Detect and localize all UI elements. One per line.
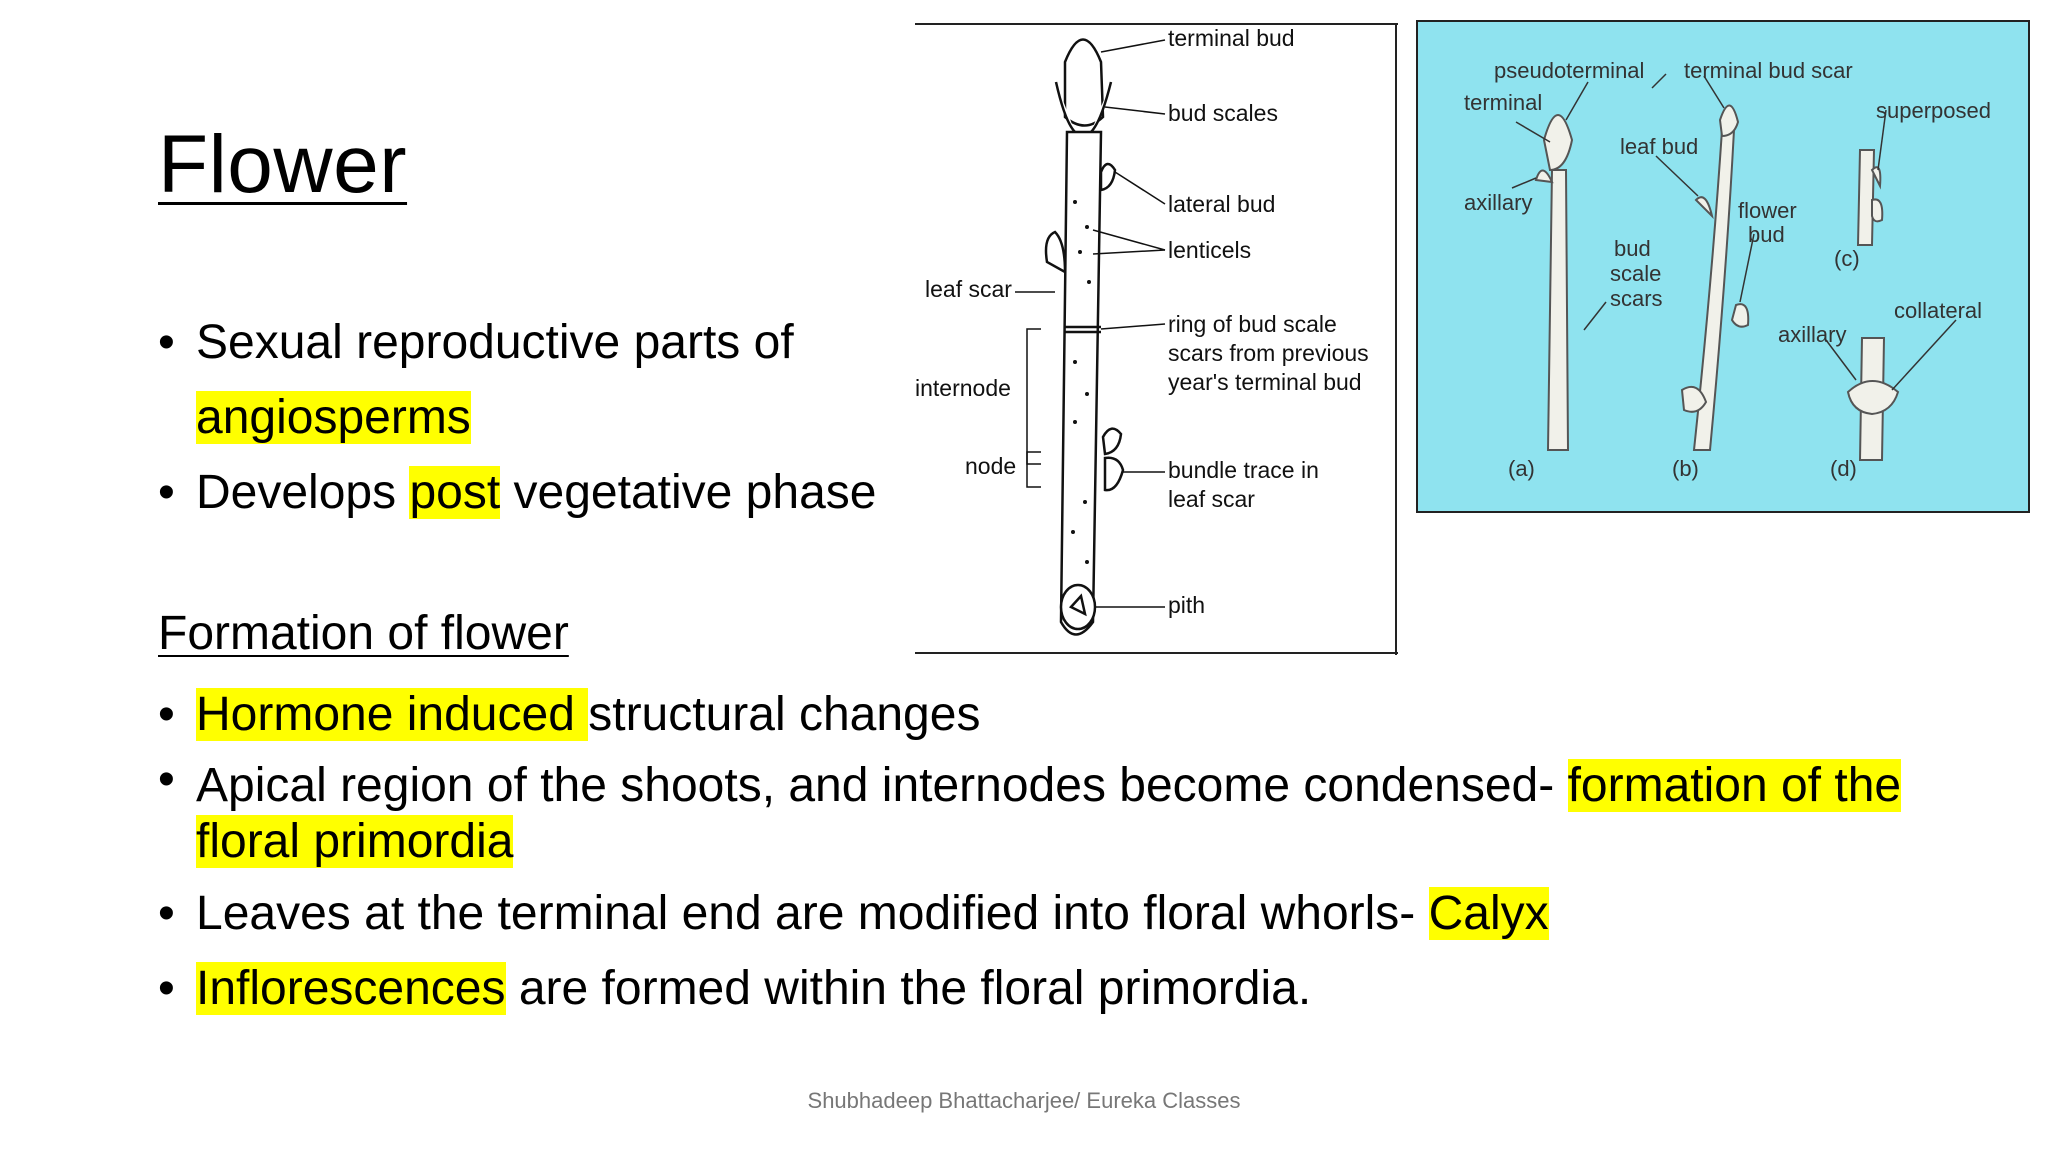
label-ring-2: scars from previous [1168, 340, 1369, 366]
twig-stem [1044, 38, 1125, 636]
label-bud-scales: bud scales [1168, 100, 1278, 126]
label-bud-scale-3: scars [1610, 286, 1663, 311]
highlight-angiosperms: angiosperms [196, 391, 471, 444]
label-panel-b: (b) [1672, 456, 1699, 481]
label-superposed: superposed [1876, 98, 1991, 123]
label-axillary-a: axillary [1464, 190, 1532, 215]
formation-bullet-list: Hormone induced structural changes Apica… [158, 677, 1918, 1026]
label-ring-1: ring of bud scale [1168, 311, 1337, 337]
label-internode: internode [915, 375, 1011, 401]
bullet-leaves-calyx: Leaves at the terminal end are modified … [158, 876, 1918, 951]
label-bud-scale-1: bud [1614, 236, 1651, 261]
highlight-hormone-induced: Hormone induced [196, 688, 589, 741]
label-pseudoterminal: pseudoterminal [1494, 58, 1644, 83]
label-leaf-scar: leaf scar [925, 276, 1012, 302]
label-flower-1: flower [1738, 198, 1797, 223]
label-flower-2: bud [1748, 222, 1785, 247]
twig-a [1546, 169, 1570, 451]
slide-footer: Shubhadeep Bhattacharjee/ Eureka Classes [807, 1088, 1241, 1113]
label-axillary-d: axillary [1778, 322, 1846, 347]
bullet-develops-post: Develops post vegetative phase [158, 455, 918, 530]
label-bundle-2: leaf scar [1168, 486, 1255, 512]
twig-b [1692, 129, 1736, 451]
highlight-inflorescences: Inflorescences [196, 962, 506, 1015]
label-pith: pith [1168, 592, 1205, 618]
bullet-inflorescences: Inflorescences are formed within the flo… [158, 951, 1918, 1026]
label-panel-c: (c) [1834, 246, 1860, 271]
highlight-post: post [409, 466, 501, 519]
label-lateral-bud: lateral bud [1168, 191, 1275, 217]
twig-c [1856, 149, 1876, 246]
label-terminal: terminal [1464, 90, 1542, 115]
lenticel-dots [1071, 200, 1091, 564]
bullet-hormone: Hormone induced structural changes [158, 677, 1918, 752]
label-bundle-1: bundle trace in [1168, 457, 1319, 483]
label-leaf-bud: leaf bud [1620, 134, 1698, 159]
bullet-sexual-parts: Sexual reproductive parts of angiosperms [158, 305, 918, 455]
bud-types-diagram: pseudoterminal terminal bud scar termina… [1416, 20, 2030, 513]
label-collateral: collateral [1894, 298, 1982, 323]
intro-bullet-list: Sexual reproductive parts of angiosperms… [158, 305, 918, 530]
label-ring-3: year's terminal bud [1168, 369, 1362, 395]
bullet-apical-region: Apical region of the shoots, and interno… [158, 752, 1918, 876]
label-terminal-bud-scar: terminal bud scar [1684, 58, 1853, 83]
twig-diagram: terminal bud bud scales lateral bud lent… [915, 22, 1398, 655]
slide-title: Flower [158, 119, 408, 210]
highlight-calyx: Calyx [1428, 887, 1549, 940]
section-heading-formation: Formation of flower [158, 607, 569, 660]
label-bud-scale-2: scale [1610, 261, 1661, 286]
label-terminal-bud: terminal bud [1168, 25, 1295, 51]
label-panel-d: (d) [1830, 456, 1857, 481]
label-node: node [965, 453, 1016, 479]
label-lenticels: lenticels [1168, 237, 1251, 263]
label-panel-a: (a) [1508, 456, 1535, 481]
